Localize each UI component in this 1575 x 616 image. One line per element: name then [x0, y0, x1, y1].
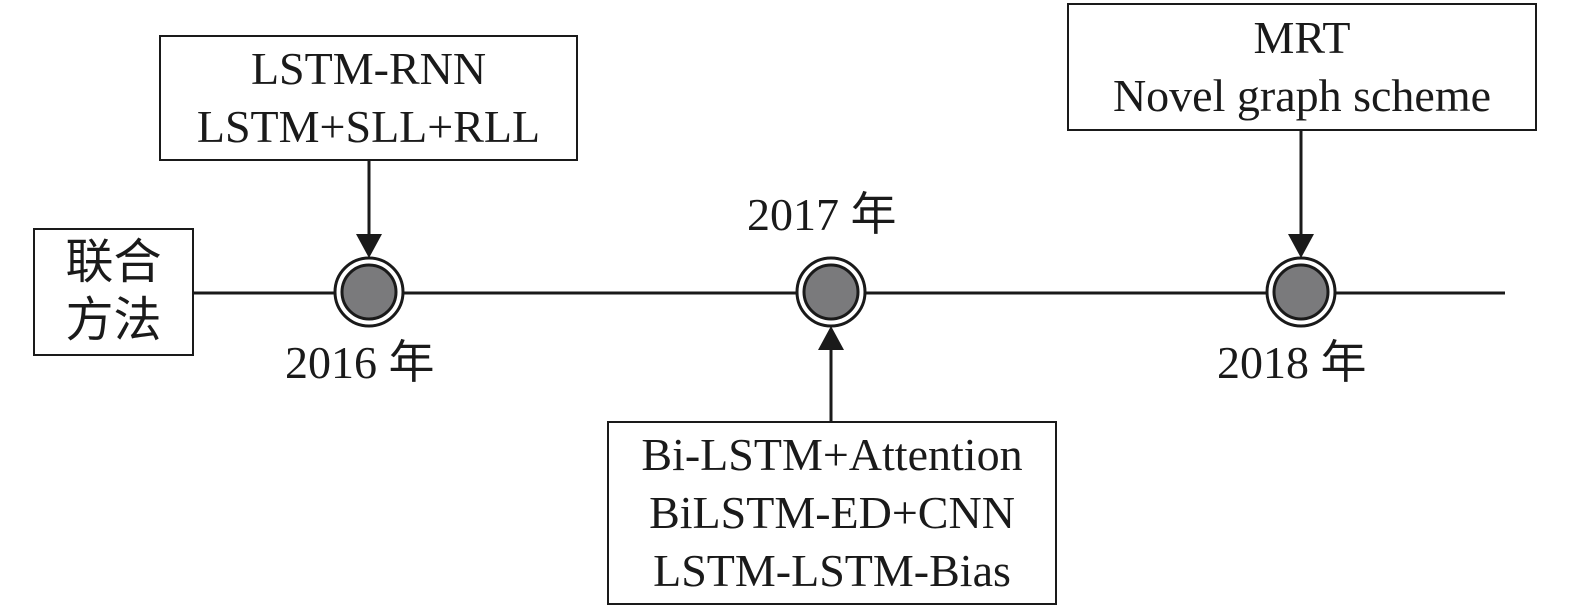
arrow-2018: [1288, 131, 1314, 258]
methods-box-2017: Bi-LSTM+Attention BiLSTM-ED+CNN LSTM-LST…: [607, 421, 1057, 605]
year-label-2017: 2017 年: [747, 189, 897, 240]
method-name: LSTM-LSTM-Bias: [653, 545, 1011, 596]
node-2016: [333, 256, 405, 328]
node-2017: [795, 256, 867, 328]
year-label-2018: 2018 年: [1217, 337, 1367, 388]
arrow-2017: [818, 326, 844, 421]
method-name: LSTM-RNN: [250, 43, 487, 94]
label-line: 联合: [65, 236, 162, 289]
methods-box-2018: MRT Novel graph scheme: [1067, 3, 1537, 131]
methods-box-2016: LSTM-RNN LSTM+SLL+RLL: [159, 35, 578, 161]
label-line: 方法: [65, 294, 162, 347]
year-label-2016: 2016 年: [285, 337, 435, 388]
method-name: Bi-LSTM+Attention: [641, 429, 1023, 480]
method-name: MRT: [1253, 12, 1351, 63]
node-2018: [1265, 256, 1337, 328]
method-name: LSTM+SLL+RLL: [196, 101, 541, 152]
arrow-2016: [356, 161, 382, 258]
method-name: Novel graph scheme: [1112, 70, 1492, 121]
joint-method-label-box: 联合 方法: [33, 228, 194, 356]
method-name: BiLSTM-ED+CNN: [649, 487, 1015, 538]
